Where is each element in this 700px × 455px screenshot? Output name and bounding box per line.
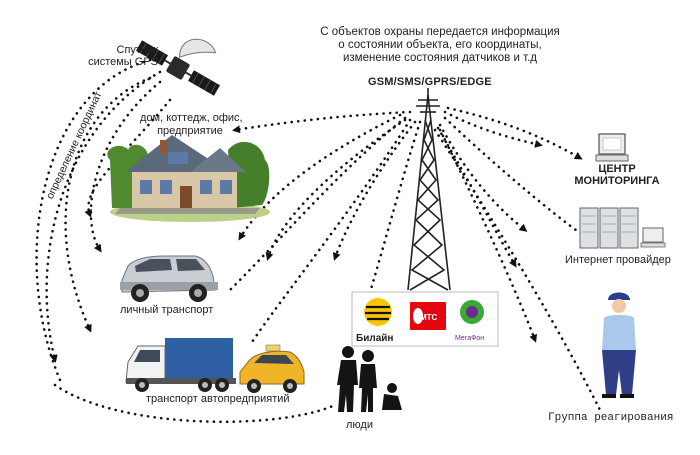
- link-tower-fleet: [265, 118, 407, 261]
- info-text: С объектов охраны передается информация …: [300, 26, 580, 65]
- link-gps-coord: [64, 76, 152, 333]
- mts-label: МТС: [420, 313, 438, 322]
- info-line-2: о состоянии объекта, его координаты,: [338, 39, 542, 51]
- protocols-label: GSM/SMS/GPRS/EDGE: [368, 76, 492, 88]
- connection-lines: [35, 58, 602, 424]
- center-line-2: МОНИТОРИНГА: [574, 175, 660, 187]
- personal-transport-label: личный транспорт: [120, 304, 214, 316]
- people-label: люди: [346, 419, 373, 431]
- suv-icon: [120, 255, 218, 302]
- taxi-icon: [239, 344, 305, 393]
- gps-line-1: Спутник: [116, 44, 158, 56]
- link-tower-isp2: [438, 123, 528, 232]
- truck-icon: [125, 338, 236, 392]
- link-tower-response3: [438, 128, 537, 343]
- link-tower-fleet2: [248, 118, 412, 347]
- fleet-transport-label: транспорт автопредприятий: [146, 393, 290, 405]
- monitoring-center-label: ЦЕНТР МОНИТОРИНГА: [572, 163, 662, 187]
- beeline-label: Билайн: [356, 333, 394, 344]
- house-line-1: дом, коттедж, офис,: [140, 112, 243, 124]
- link-bottom-loop: [53, 383, 337, 424]
- workstation-icon: [595, 133, 629, 162]
- link-tower-center2: [446, 106, 583, 160]
- link-tower-house: [232, 110, 412, 134]
- server-rack-icon: [579, 207, 666, 249]
- megafon-label: МегаФон: [455, 335, 485, 342]
- house-label: дом, коттедж, офис, предприятие: [140, 112, 243, 138]
- isp-label: Интернет провайдер: [565, 254, 671, 266]
- link-tower-response: [436, 126, 517, 268]
- link-tower-isp: [443, 116, 593, 242]
- link-gps-mid: [45, 70, 162, 363]
- house-icon: [107, 135, 270, 222]
- gps-satellite-label: Спутник системы GPS: [72, 44, 158, 68]
- gps-line-2: системы GPS: [88, 56, 158, 68]
- link-gps-house: [84, 98, 172, 218]
- info-line-3: изменение состояния датчиков и т.д: [342, 52, 537, 64]
- link-tower-center: [443, 110, 543, 148]
- link-gps-car: [89, 80, 162, 253]
- info-line-1: С объектов охраны передается информация: [320, 26, 560, 38]
- center-line-1: ЦЕНТР: [598, 163, 636, 175]
- operators-box: [351, 291, 499, 347]
- tower-icon: [407, 88, 451, 291]
- people-icon: [337, 346, 402, 412]
- response-team-label: Группа реагирования: [548, 412, 674, 424]
- link-gps-outer: [35, 58, 152, 382]
- house-line-2: предприятие: [157, 125, 223, 137]
- guard-icon: [602, 292, 636, 398]
- satellite-icon: [136, 38, 220, 96]
- link-tower-response2: [433, 128, 602, 412]
